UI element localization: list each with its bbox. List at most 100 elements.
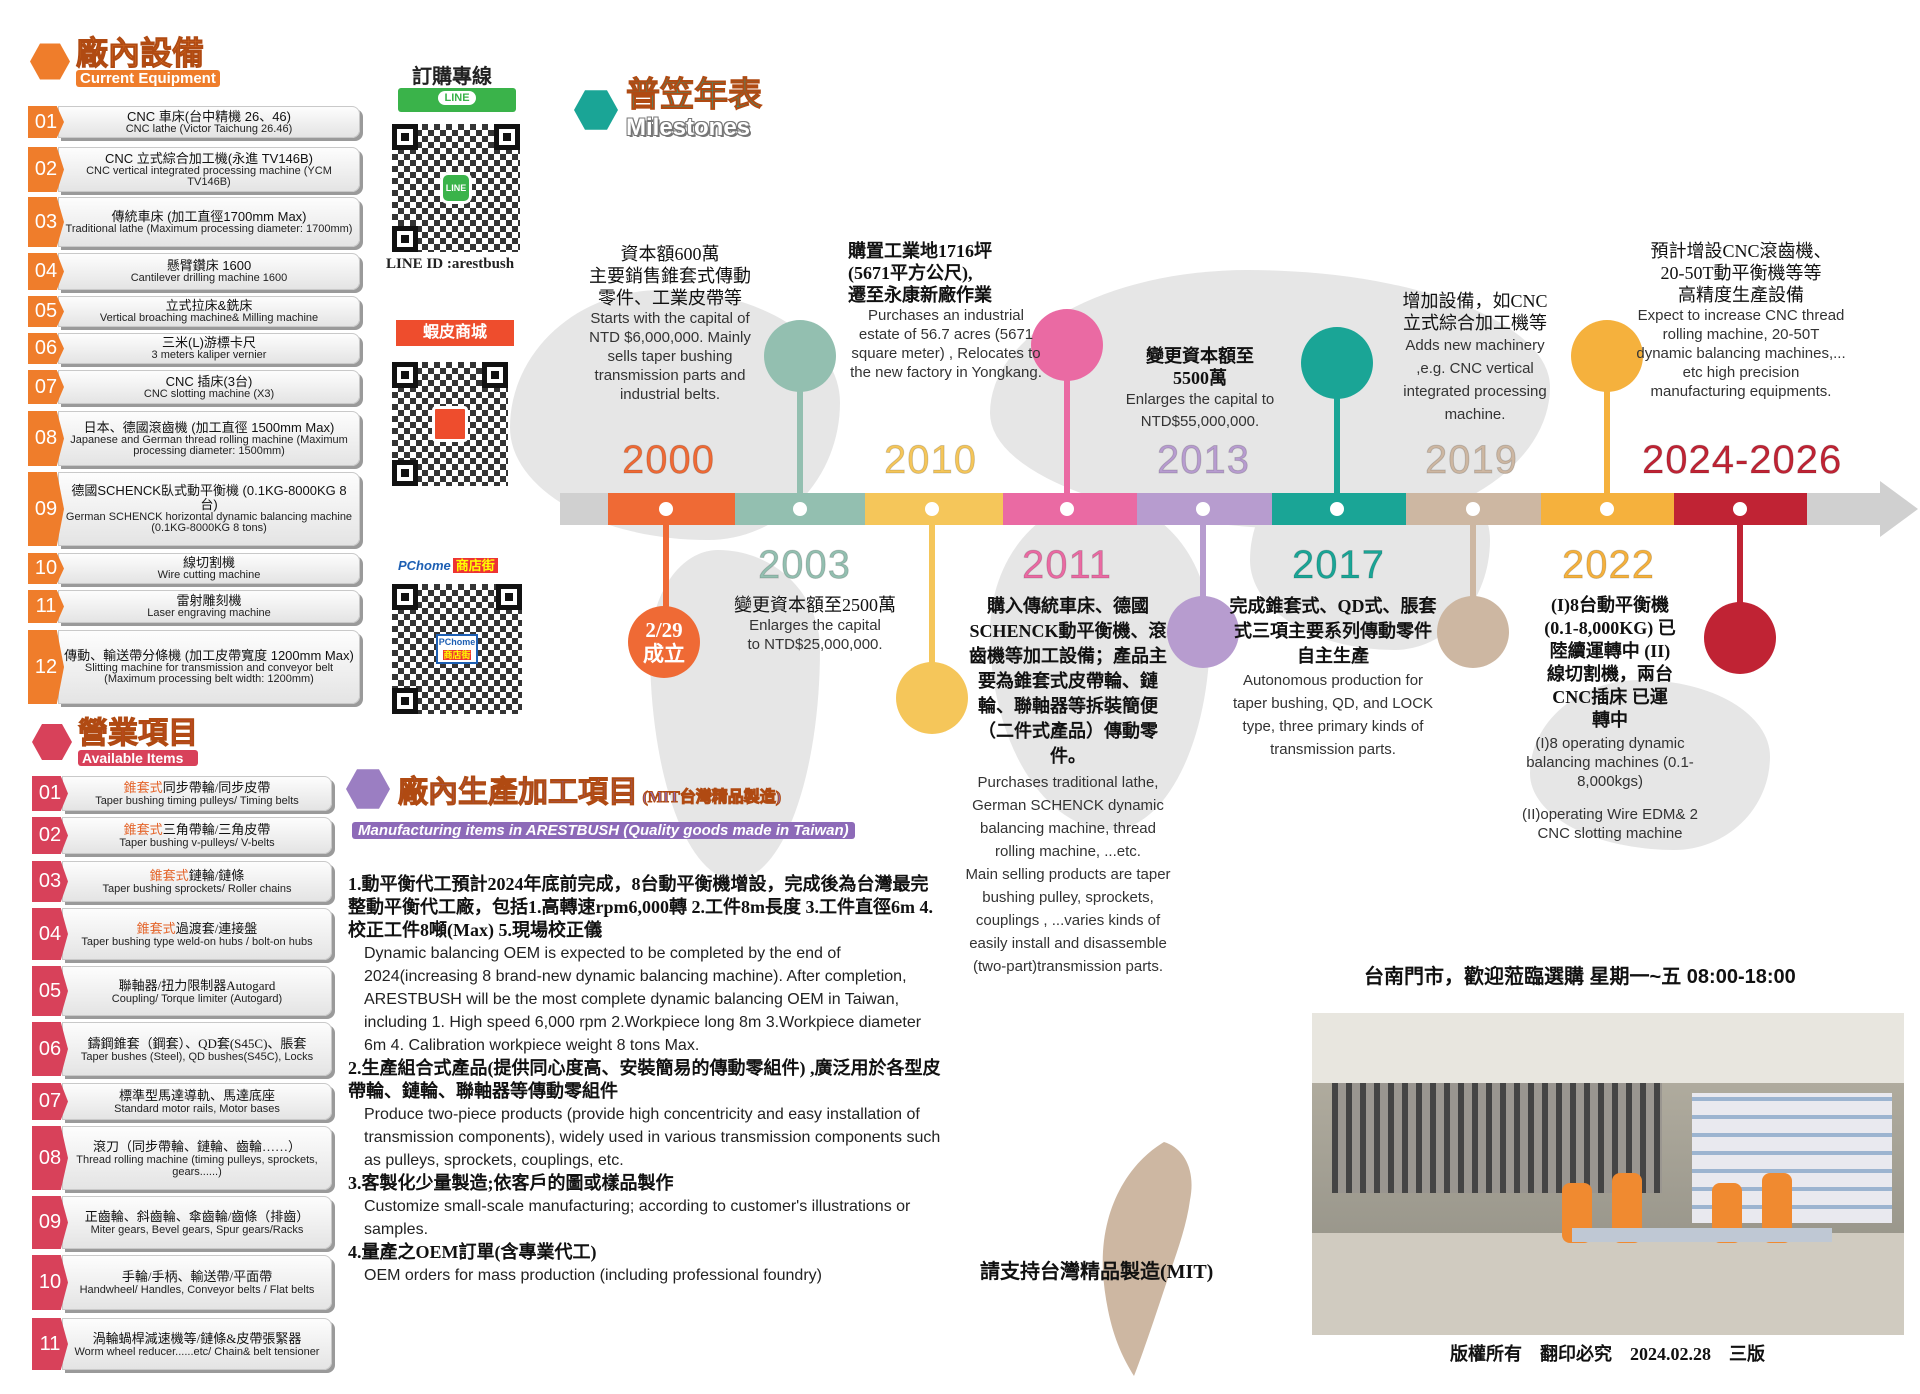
timeline-stem [663, 523, 669, 609]
milestones-title-en: Milestones [626, 114, 751, 141]
item-en: Taper bushes (Steel), QD bushes(S45C), L… [80, 1050, 314, 1063]
milestone-2024-text: 預計增設CNC滾齒機、 20-50T動平衡機等等 高精度生產設備 Expect … [1636, 241, 1846, 400]
year-label-2013: 2013 [1157, 438, 1250, 483]
hexagon-icon [30, 43, 70, 80]
item-en: Slitting machine for transmission and co… [84, 662, 334, 685]
item-prefix: 錐套式 [123, 780, 163, 795]
timeline-dot [659, 502, 673, 516]
item-prefix: 錐套式 [123, 822, 163, 837]
hexagon-icon [574, 90, 618, 130]
item-number: 05 [32, 966, 68, 1016]
item-en: Worm wheel reducer......etc/ Chain& belt… [74, 1345, 320, 1358]
timeline-stem [1064, 345, 1070, 495]
item-en: Laser engraving machine [147, 607, 271, 619]
item-zh: 線切割機 [182, 555, 235, 570]
item-number: 08 [28, 411, 64, 466]
year-label-2000: 2000 [622, 438, 715, 483]
item-number: 03 [32, 861, 68, 902]
item-en: Coupling/ Torque limiter (Autogard) [111, 992, 283, 1005]
item-zh: 三角帶輪/三角皮帶 [162, 822, 271, 837]
item-number: 09 [32, 1196, 68, 1249]
timeline-dot [793, 502, 807, 516]
item-zh: 雷射雕刻機 [176, 593, 242, 608]
timeline-start [560, 493, 608, 525]
item-zh: 手輪/手柄、輸送帶/平面帶 [121, 1269, 273, 1284]
item-zh: CNC 車床(台中精機 26、46) [127, 108, 291, 124]
manufacturing-title-en: Manufacturing items in ARESTBUSH (Qualit… [352, 822, 855, 839]
item-en: Vertical broaching machine& Milling mach… [99, 312, 319, 324]
line-id: LINE ID :arestbush [386, 256, 515, 272]
year-label-2019: 2019 [1425, 438, 1518, 483]
items-title-en: Available Items [78, 750, 198, 766]
item-number: 05 [28, 296, 64, 327]
manufacturing-title: 廠內生產加工項目 [398, 776, 639, 810]
item-zh: 滾刀（同步帶輪、鏈輪、齒輪……） [92, 1138, 301, 1154]
item-zh: 聯軸器/扭力限制器Autogard [118, 977, 276, 993]
item-number: 06 [32, 1022, 68, 1076]
item-zh: CNC 立式綜合加工機(永進 TV146B) [104, 150, 314, 166]
milestone-2003-text: 變更資本額至2500萬 Enlarges the capital to NTD$… [734, 595, 896, 653]
item-number: 07 [32, 1083, 68, 1120]
item-zh: 鑄鋼錐套（鋼套）、QD套(S45C)、脹套 [87, 1035, 307, 1051]
milestone-2000-text: 資本額600萬 主要銷售錐套式傳動 零件、工業皮帶等 Starts with t… [589, 244, 751, 403]
milestones-header: 普笠年表 Milestones [574, 77, 763, 142]
items-title: 營業項目 [78, 717, 199, 750]
line-qr-code[interactable]: LINE [392, 124, 520, 252]
equipment-item: 02 CNC 立式綜合加工機(永進 TV146B)CNC vertical int… [28, 147, 360, 192]
item-en: Cantilever drilling machine 1600 [130, 272, 288, 284]
item-number: 08 [32, 1126, 68, 1190]
year-label-2011: 2011 [1021, 543, 1113, 588]
item-prefix: 錐套式 [149, 868, 189, 883]
timeline-dot [1196, 502, 1210, 516]
item-en: CNC lathe (Victor Taichung 26.46) [125, 122, 293, 135]
copyright: 版權所有 翻印必究 2024.02.28 三版 [1450, 1344, 1765, 1364]
item-en: CNC slotting machine (X3) [143, 387, 275, 400]
item-number: 03 [28, 197, 64, 247]
item-en: Handwheel/ Handles, Conveyor belts / Fla… [79, 1284, 315, 1296]
hexagon-icon [346, 769, 390, 809]
store-photo [1312, 1013, 1904, 1335]
milestone-circle-2011 [1031, 309, 1103, 381]
store-hours: 台南門市，歡迎蒞臨選購 星期一~五 08:00-18:00 [1364, 966, 1796, 988]
shopee-qr-code[interactable] [392, 362, 508, 486]
year-label-2003: 2003 [758, 543, 851, 588]
hexagon-icon [32, 724, 72, 760]
milestone-circle-2019 [1437, 596, 1509, 668]
milestone-2011-text: 購入傳統車床、德國SCHENCK動平衡機、滾齒機等加工設備；產品主要為錐套式皮帶… [965, 596, 1171, 975]
timeline-stem [1737, 523, 1743, 638]
item-en: Wire cutting machine [157, 569, 261, 581]
item-zh: 同步帶輪/同步皮帶 [162, 780, 271, 795]
shopee-badge[interactable]: 蝦皮商城 [396, 320, 514, 346]
item-number: 02 [28, 147, 64, 192]
item-en: CNC vertical integrated processing machi… [86, 164, 332, 188]
item-number: 09 [28, 472, 64, 546]
item-zh: 渦輪蝸桿減速機等/鏈條&皮帶張緊器 [92, 1330, 302, 1346]
item-number: 02 [32, 817, 68, 854]
line-icon: LINE [438, 91, 476, 105]
item-en: Standard motor rails, Motor bases [114, 1103, 280, 1115]
line-badge[interactable]: LINE [398, 88, 516, 112]
timeline-dot [925, 502, 939, 516]
item-number: 01 [32, 776, 68, 811]
year-label-2010: 2010 [884, 438, 977, 483]
timeline-arrow-icon [1880, 481, 1918, 537]
item-number: 04 [28, 253, 64, 290]
timeline-stem [1470, 523, 1476, 632]
item-en: Traditional lathe (Maximum processing di… [65, 222, 353, 235]
